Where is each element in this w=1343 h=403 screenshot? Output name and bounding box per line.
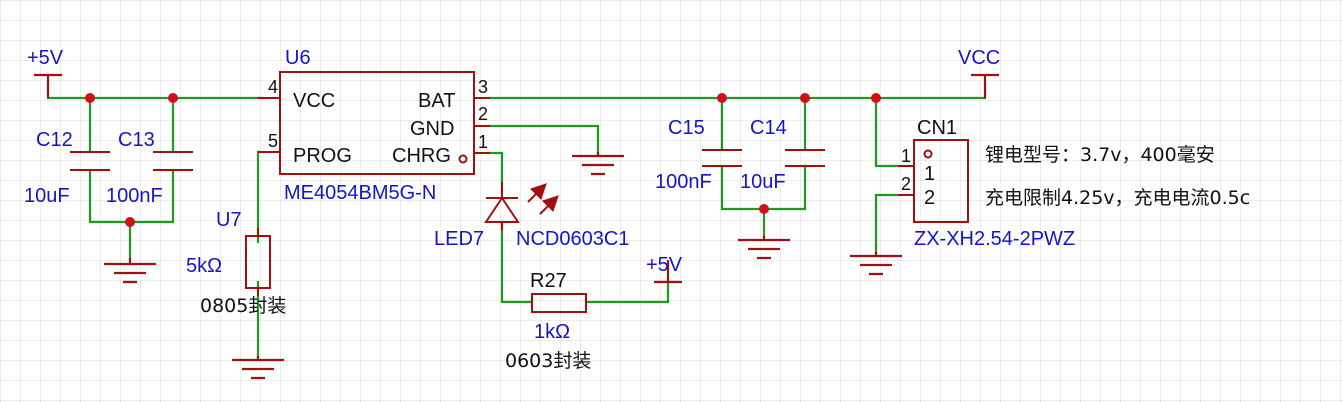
capacitor-c15[interactable]: C15 100nF [655, 117, 742, 193]
pin-number: 4 [268, 77, 278, 97]
junction-dot [717, 93, 727, 103]
connector-designator: CN1 [917, 117, 957, 139]
capacitor-designator: C12 [36, 129, 73, 151]
power-port-plus5v-right[interactable]: +5V [646, 254, 683, 284]
capacitor-c12[interactable]: C12 10uF [24, 129, 110, 207]
pin-name: VCC [293, 90, 335, 112]
pin-number: 2 [478, 104, 488, 124]
capacitor-designator: C14 [750, 117, 787, 139]
capacitor-designator: C15 [668, 117, 705, 139]
pin-number: 5 [268, 131, 278, 151]
capacitor-designator: C13 [118, 129, 155, 151]
connector-cn1[interactable]: CN1 ZX-XH2.54-2PWZ 1 2 1 2 [898, 117, 1075, 250]
resistor-value: 5kΩ [186, 255, 222, 277]
annotation-notes: 锂电型号：3.7v，400毫安 充电限制4.25v，充电电流0.5c [985, 144, 1250, 209]
resistor-package: 0805封装 [200, 295, 286, 317]
ic-part-number: ME4054BM5G-N [284, 182, 436, 204]
led-designator: LED7 [434, 228, 484, 250]
ground-icon [572, 152, 624, 176]
ground-icon [738, 236, 790, 260]
capacitor-c13[interactable]: C13 100nF [106, 129, 193, 207]
pin-name: CHRG [392, 145, 451, 167]
junction-dot [800, 93, 810, 103]
resistor-designator: R27 [530, 270, 567, 292]
pin-number: 1 [901, 146, 911, 166]
junction-dot [168, 93, 178, 103]
junction-dot [85, 93, 95, 103]
power-port-plus5v-left[interactable]: +5V [27, 47, 64, 98]
power-label: +5V [646, 254, 683, 276]
connector-part-number: ZX-XH2.54-2PWZ [914, 228, 1075, 250]
resistor-package: 0603封装 [505, 350, 591, 372]
note-charge-limit: 充电限制4.25v，充电电流0.5c [985, 187, 1250, 209]
capacitor-c14[interactable]: C14 10uF [740, 117, 825, 193]
pin-number: 3 [478, 77, 488, 97]
resistor-u7[interactable]: U7 5kΩ 0805封装 [186, 209, 286, 317]
capacitor-value: 100nF [655, 171, 712, 193]
pin-name: 1 [924, 163, 935, 185]
pin-name: BAT [418, 90, 455, 112]
power-label: +5V [27, 47, 64, 69]
power-port-vcc[interactable]: VCC [958, 47, 1000, 98]
capacitor-value: 10uF [24, 185, 70, 207]
pin-name: PROG [293, 145, 352, 167]
power-label: VCC [958, 47, 1000, 69]
junction-dot [125, 217, 135, 227]
resistor-value: 1kΩ [534, 321, 570, 343]
junctions [85, 93, 881, 227]
ground-icon [104, 258, 156, 284]
ic-u6[interactable]: U6 ME4054BM5G-N 4 5 3 2 1 VCC PROG BAT G… [258, 47, 490, 204]
led-part-number: NCD0603C1 [516, 228, 629, 250]
pin-name: 2 [924, 187, 935, 209]
pin-number: 2 [901, 174, 911, 194]
ground-icon [850, 252, 902, 276]
ic-designator: U6 [285, 47, 311, 69]
capacitor-value: 10uF [740, 171, 786, 193]
resistor-designator: U7 [216, 209, 242, 231]
pin-name: GND [410, 118, 454, 140]
junction-dot [871, 93, 881, 103]
resistor-r27[interactable]: R27 1kΩ 0603封装 [505, 270, 591, 372]
junction-dot [759, 204, 769, 214]
led-led7[interactable]: LED7 NCD0603C1 [434, 182, 629, 250]
capacitor-value: 100nF [106, 185, 163, 207]
pin-number: 1 [478, 132, 488, 152]
note-battery-model: 锂电型号：3.7v，400毫安 [985, 144, 1215, 166]
ground-icon [232, 356, 284, 380]
